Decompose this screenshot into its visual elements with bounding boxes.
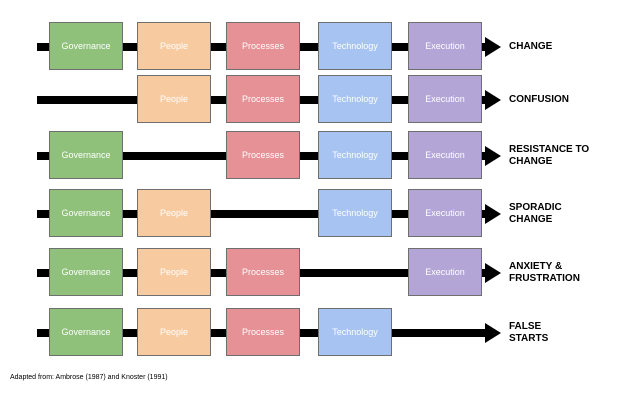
- diagram-row-anxiety: Governance People Processes Execution AN…: [0, 248, 640, 298]
- governance-box: Governance: [49, 22, 123, 70]
- technology-box: Technology: [318, 131, 392, 179]
- execution-box: Execution: [408, 248, 482, 296]
- execution-box: Execution: [408, 75, 482, 123]
- execution-box: Execution: [408, 189, 482, 237]
- arrowhead: [485, 37, 501, 57]
- arrowhead: [485, 204, 501, 224]
- source-caption: Adapted from: Ambrose (1987) and Knoster…: [10, 374, 168, 381]
- governance-box: Governance: [49, 248, 123, 296]
- diagram-row-sporadic: Governance People Technology Execution S…: [0, 189, 640, 239]
- governance-box: Governance: [49, 131, 123, 179]
- outcome-label: SPORADIC CHANGE: [509, 202, 562, 225]
- processes-box: Processes: [226, 75, 300, 123]
- arrowhead: [485, 146, 501, 166]
- technology-box: Technology: [318, 308, 392, 356]
- people-box: People: [137, 189, 211, 237]
- diagram-row-confusion: People Processes Technology Execution CO…: [0, 75, 640, 125]
- arrowhead: [485, 323, 501, 343]
- people-box: People: [137, 248, 211, 296]
- processes-box: Processes: [226, 22, 300, 70]
- outcome-label: RESISTANCE TO CHANGE: [509, 144, 590, 167]
- outcome-label: CHANGE: [509, 41, 553, 52]
- technology-box: Technology: [318, 189, 392, 237]
- diagram-row-false-starts: Governance People Processes Technology F…: [0, 308, 640, 358]
- execution-box: Execution: [408, 22, 482, 70]
- connector-line: [37, 210, 487, 218]
- execution-box: Execution: [408, 131, 482, 179]
- technology-box: Technology: [318, 75, 392, 123]
- arrowhead: [485, 90, 501, 110]
- processes-box: Processes: [226, 248, 300, 296]
- outcome-label: CONFUSION: [509, 94, 569, 105]
- people-box: People: [137, 308, 211, 356]
- governance-box: Governance: [49, 308, 123, 356]
- diagram-row-change: Governance People Processes Technology E…: [0, 22, 640, 72]
- governance-box: Governance: [49, 189, 123, 237]
- processes-box: Processes: [226, 308, 300, 356]
- diagram-row-resistance: Governance Processes Technology Executio…: [0, 131, 640, 181]
- technology-box: Technology: [318, 22, 392, 70]
- people-box: People: [137, 75, 211, 123]
- people-box: People: [137, 22, 211, 70]
- outcome-label: ANXIETY & FRUSTRATION: [509, 261, 580, 284]
- processes-box: Processes: [226, 131, 300, 179]
- outcome-label: FALSE STARTS: [509, 321, 549, 344]
- arrowhead: [485, 263, 501, 283]
